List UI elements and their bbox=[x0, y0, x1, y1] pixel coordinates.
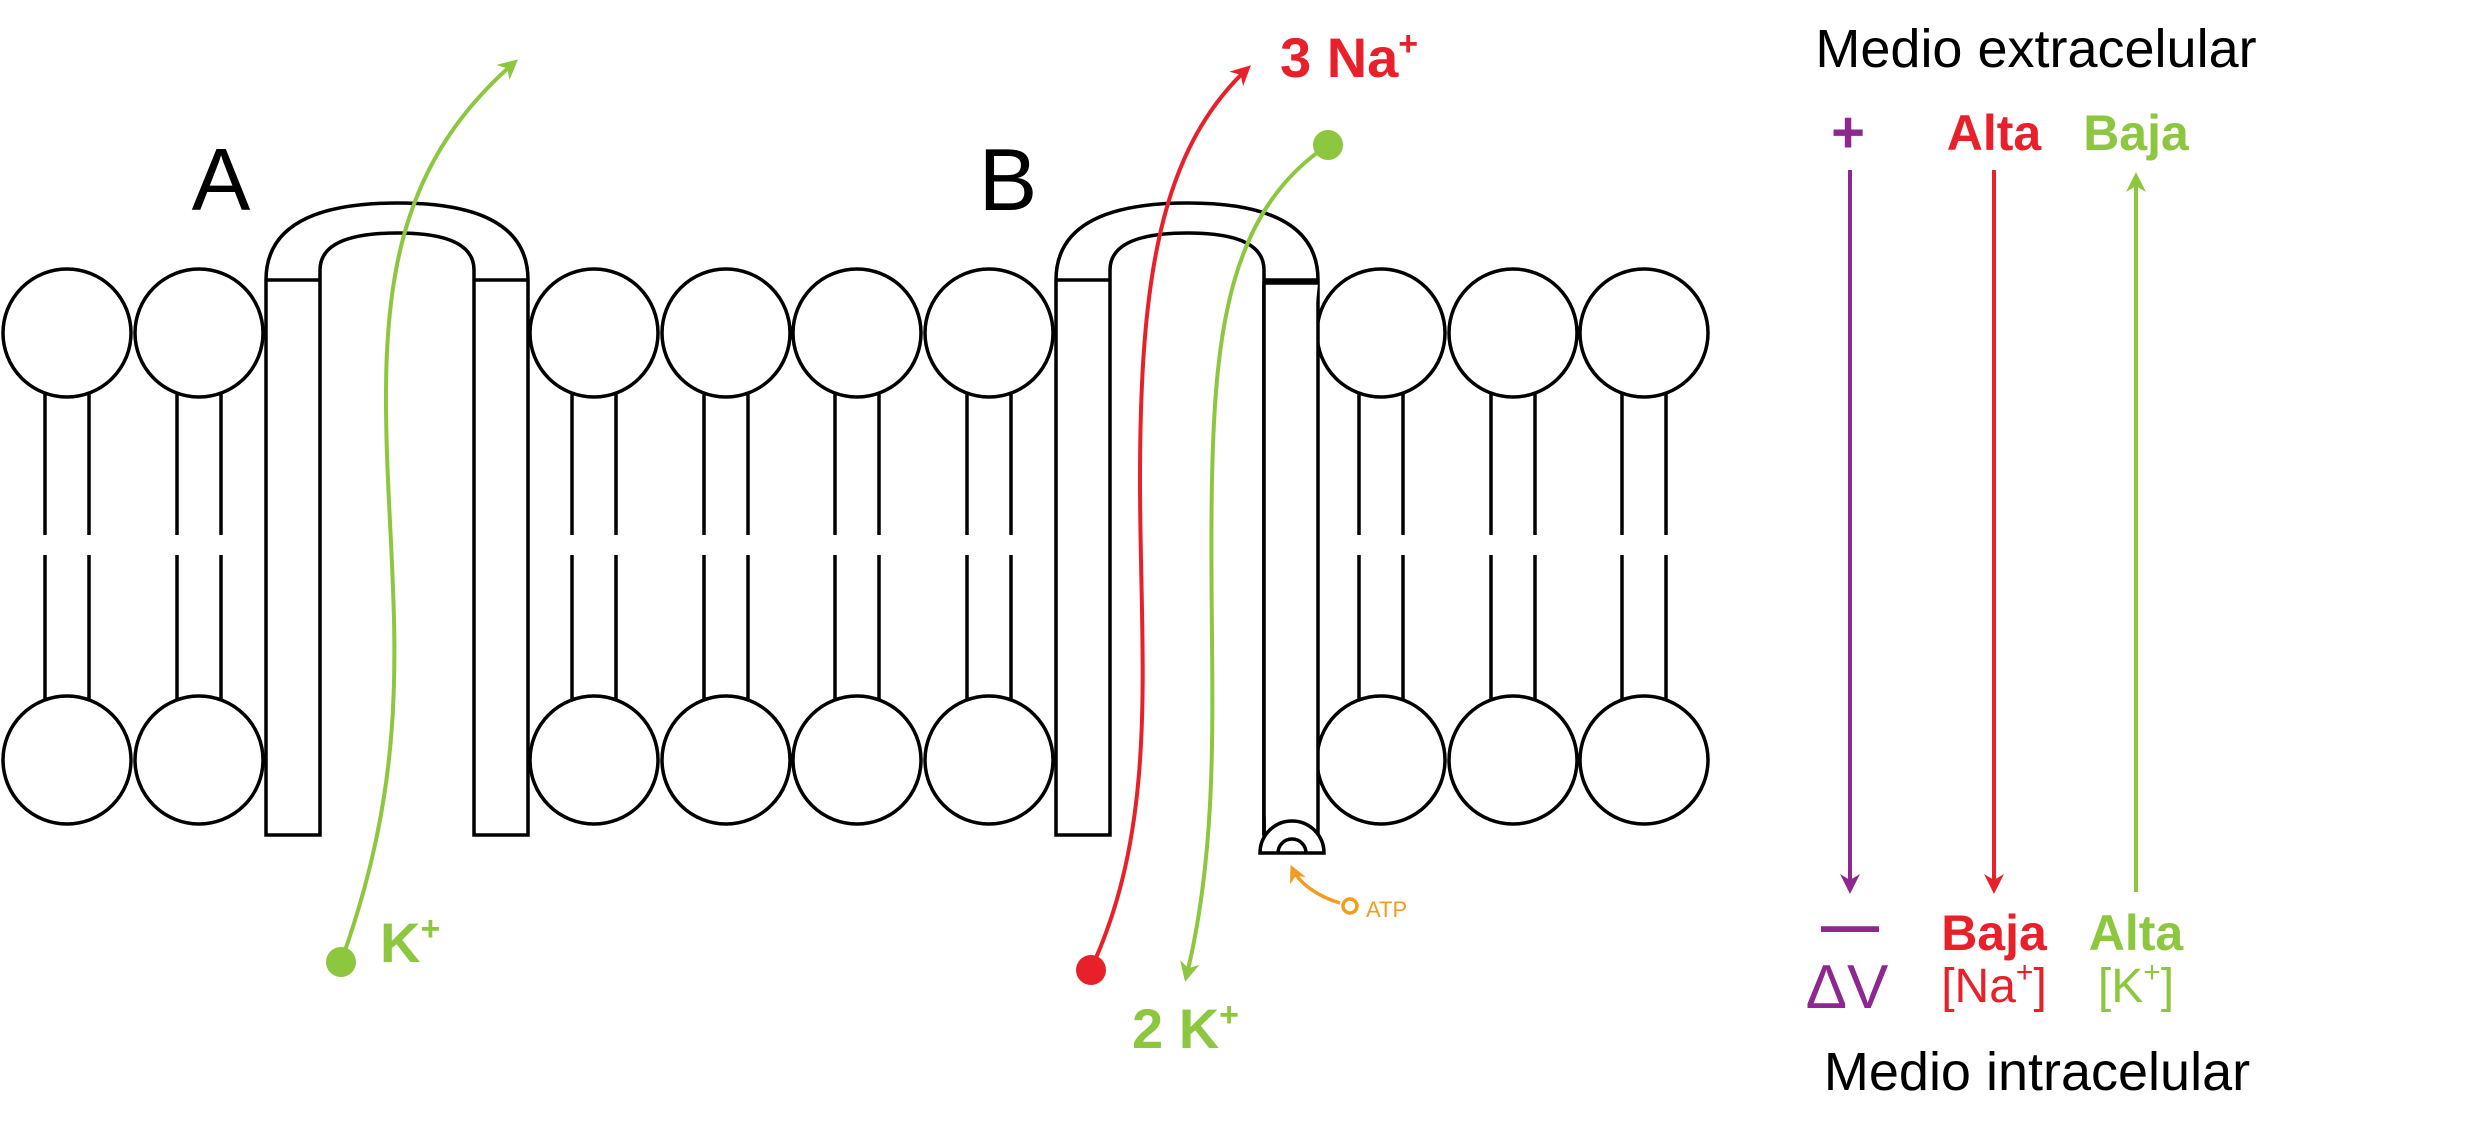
lipid-bilayer bbox=[1, 267, 1710, 826]
pump-b-protein bbox=[1054, 201, 1320, 837]
channel-a-letter: A bbox=[192, 130, 251, 229]
channel-a-potassium-path bbox=[339, 59, 519, 963]
lipid-head-inner bbox=[791, 694, 923, 826]
pump-b-sodium-label: 3 Na+ bbox=[1280, 25, 1418, 89]
lipid-head-outer bbox=[660, 267, 792, 399]
voltage-positive-sign: + bbox=[1831, 100, 1865, 165]
pump-b-sodium-dot bbox=[1076, 955, 1106, 985]
channel-a-protein bbox=[264, 201, 530, 837]
lipid-head-inner bbox=[1578, 694, 1710, 826]
potassium-caption: [K+] bbox=[2098, 956, 2174, 1013]
lipid-head-inner bbox=[1315, 694, 1447, 826]
lipid-head-inner bbox=[1447, 694, 1579, 826]
channel-a-potassium-dot bbox=[326, 947, 356, 977]
potassium-bottom-label: Alta bbox=[2089, 905, 2185, 961]
atp-binding-site bbox=[1258, 819, 1326, 855]
lipid-head-outer bbox=[1578, 267, 1710, 399]
atp-icon bbox=[1341, 897, 1359, 915]
sodium-top-label: Alta bbox=[1947, 105, 2043, 161]
lipid-head-inner bbox=[923, 694, 1055, 826]
lipid-head-outer bbox=[923, 267, 1055, 399]
gradient-legend: Medio extracelular Medio intracelular + … bbox=[1806, 19, 2257, 1102]
channel-a-potassium-label: K+ bbox=[380, 910, 440, 974]
sodium-caption: [Na+] bbox=[1941, 956, 2047, 1013]
lipid-head-outer bbox=[1447, 267, 1579, 399]
lipid-head-inner bbox=[660, 694, 792, 826]
pump-b-potassium-path bbox=[1180, 143, 1330, 982]
legend-extracellular-label: Medio extracelular bbox=[1815, 19, 2256, 79]
lipid-head-outer bbox=[1, 267, 133, 399]
sodium-bottom-label: Baja bbox=[1941, 905, 2048, 961]
lipid-head-inner bbox=[133, 694, 265, 826]
atp-arrow bbox=[1290, 864, 1341, 905]
lipid-head-inner bbox=[528, 694, 660, 826]
lipid-head-outer bbox=[133, 267, 265, 399]
voltage-caption: ΔV bbox=[1806, 953, 1889, 1022]
lipid-head-outer bbox=[791, 267, 923, 399]
pump-b-potassium-label: 2 K+ bbox=[1132, 996, 1239, 1060]
pump-b-sodium-path bbox=[1089, 65, 1251, 970]
pump-b-letter: B bbox=[979, 130, 1038, 229]
lipid-head-outer bbox=[1315, 267, 1447, 399]
voltage-negative-sign: — bbox=[1821, 893, 1879, 958]
pump-b-potassium-dot bbox=[1313, 130, 1343, 160]
potassium-top-label: Baja bbox=[2083, 105, 2190, 161]
lipid-head-inner bbox=[1, 694, 133, 826]
legend-intracellular-label: Medio intracelular bbox=[1824, 1042, 2250, 1102]
atp-label: ATP bbox=[1366, 897, 1407, 922]
lipid-head-outer bbox=[528, 267, 660, 399]
